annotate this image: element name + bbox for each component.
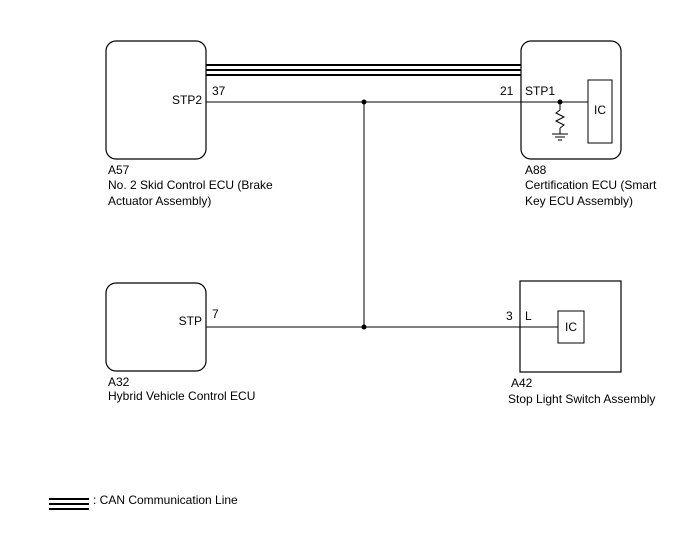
- stop-signal-wiring: [206, 101, 521, 328]
- a57-ecu-box: [105, 40, 207, 160]
- a88-ic-box: [587, 79, 613, 144]
- a88-name-line1: Certification ECU (Smart: [525, 178, 657, 192]
- a88-junction-dot: [557, 99, 563, 105]
- a42-code: A42: [511, 376, 533, 390]
- wire-junction-dot: [361, 99, 367, 105]
- a42-name-line1: Stop Light Switch Assembly: [508, 392, 655, 406]
- ground-icon: [552, 133, 568, 141]
- a57-pin-number: 37: [212, 84, 226, 98]
- a57-terminal-name: STP2: [172, 93, 202, 107]
- can-bus: [206, 64, 521, 76]
- a32-code: A32: [108, 375, 130, 389]
- a32-pin-number: 7: [212, 307, 219, 321]
- a57-name-line2: Actuator Assembly): [108, 194, 211, 208]
- a57-code: A57: [108, 163, 130, 177]
- a42-ic-label: IC: [565, 320, 577, 334]
- a42-pin-number: 3: [506, 309, 513, 323]
- a32-terminal-name: STP: [179, 314, 202, 328]
- wire-junction-dot: [361, 324, 367, 330]
- a88-name-line2: Key ECU Assembly): [525, 194, 633, 208]
- a88-terminal-name: STP1: [525, 84, 555, 98]
- can-line-legend-icon: [49, 498, 89, 510]
- a88-code: A88: [525, 163, 547, 177]
- can-line-legend-label: : CAN Communication Line: [93, 493, 238, 507]
- a57-name-line1: No. 2 Skid Control ECU (Brake: [108, 178, 273, 192]
- a88-ic-label: IC: [594, 103, 606, 117]
- a88-pin-number: 21: [500, 84, 514, 98]
- a42-ic-box: [557, 310, 585, 344]
- a42-terminal-name: L: [525, 309, 532, 323]
- a32-name-line1: Hybrid Vehicle Control ECU: [108, 389, 255, 403]
